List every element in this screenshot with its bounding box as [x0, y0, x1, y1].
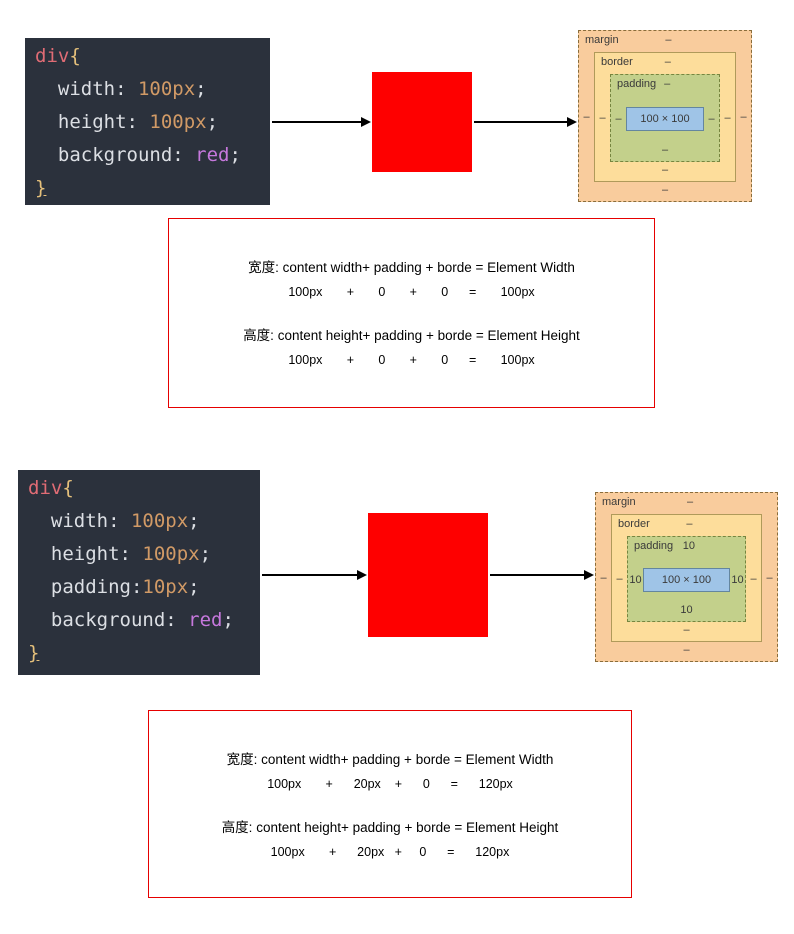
- css-code-block: div{ width: 100px; height: 100px; paddin…: [18, 470, 260, 675]
- width-formula-values: 100px + 0 + 0 = 100px: [288, 285, 535, 299]
- border-bottom-value: –: [661, 164, 669, 176]
- arrow-result-to-boxmodel: [474, 117, 577, 127]
- margin-ring: margin – – border – – padding 10: [595, 492, 778, 662]
- content-box: 100 × 100: [643, 568, 730, 592]
- box-model-diagram: margin – – border – – padding 10: [595, 492, 778, 662]
- padding-top-value: –: [664, 78, 671, 90]
- code-token: }: [28, 642, 40, 664]
- code-token: 10px: [142, 576, 189, 598]
- code-token: 100px: [137, 78, 196, 100]
- code-token: ;: [188, 510, 200, 532]
- border-top-value: –: [664, 56, 671, 68]
- padding-label: padding: [617, 78, 657, 90]
- margin-left-value: –: [600, 572, 607, 584]
- border-label: border: [618, 518, 650, 530]
- margin-top-value: –: [665, 34, 672, 46]
- padding-ring: padding – – 100 × 100 – –: [610, 74, 720, 162]
- code-token: ;: [229, 144, 241, 166]
- width-formula-values: 100px + 20px + 0 = 120px: [267, 777, 513, 791]
- margin-bottom-value: –: [683, 644, 690, 656]
- formula-box: 宽度: content width+ padding + borde = Ele…: [168, 218, 655, 408]
- height-formula-text: 高度: content height+ padding + borde = El…: [243, 328, 580, 343]
- red-result-box: [368, 513, 488, 637]
- margin-bottom-value: –: [661, 184, 669, 196]
- width-formula-text: 宽度: content width+ padding + borde = Ele…: [248, 260, 575, 275]
- padding-right-value: –: [708, 113, 715, 125]
- code-line: div{: [35, 40, 260, 73]
- code-token: height:: [28, 543, 143, 565]
- margin-right-value: –: [740, 111, 747, 123]
- code-line: width: 100px;: [28, 505, 250, 538]
- height-formula-text: 高度: content height+ padding + borde = El…: [221, 820, 559, 835]
- code-line: height: 100px;: [35, 106, 260, 139]
- padding-left-value: –: [615, 113, 622, 125]
- margin-top-value: –: [687, 496, 694, 508]
- code-line: }: [28, 637, 250, 670]
- border-left-value: –: [599, 112, 606, 124]
- padding-bottom-value: 10: [680, 604, 693, 616]
- code-token: 100px: [149, 111, 207, 133]
- code-token: div: [35, 45, 70, 67]
- css-code-block: div{ width: 100px; height: 100px; backgr…: [25, 38, 270, 205]
- arrow-code-to-result: [262, 570, 367, 580]
- margin-ring: margin – – border – – padding –: [578, 30, 752, 202]
- formula-box: 宽度: content width+ padding + borde = Ele…: [148, 710, 632, 898]
- code-line: width: 100px;: [35, 73, 260, 106]
- code-token: ;: [222, 609, 234, 631]
- code-token: {: [62, 477, 74, 499]
- border-bottom-value: –: [683, 624, 690, 636]
- code-token: red: [188, 609, 223, 631]
- content-box: 100 × 100: [626, 107, 704, 131]
- code-token: }: [35, 177, 47, 199]
- arrow-code-to-result: [272, 117, 371, 127]
- code-line: }: [35, 172, 260, 205]
- margin-label: margin: [602, 496, 636, 508]
- code-token: background:: [35, 144, 196, 166]
- border-label: border: [601, 56, 633, 68]
- margin-right-value: –: [766, 572, 773, 584]
- padding-left-value: 10: [629, 574, 642, 586]
- code-token: width:: [28, 510, 131, 532]
- code-token: ;: [195, 78, 207, 100]
- code-token: width:: [35, 78, 138, 100]
- code-token: 100px: [142, 543, 200, 565]
- border-right-value: –: [724, 112, 731, 124]
- code-token: {: [69, 45, 81, 67]
- code-line: background: red;: [28, 604, 250, 637]
- code-token: height:: [35, 111, 150, 133]
- border-right-value: –: [750, 573, 757, 585]
- height-formula-values: 100px + 0 + 0 = 100px: [288, 353, 535, 367]
- code-line: div{: [28, 472, 250, 505]
- margin-left-value: –: [583, 111, 590, 123]
- border-top-value: –: [686, 518, 693, 530]
- height-formula-values: 100px + 20px + 0 = 120px: [270, 845, 510, 859]
- code-token: 100px: [130, 510, 189, 532]
- code-line: background: red;: [35, 139, 260, 172]
- code-token: ;: [188, 576, 200, 598]
- padding-bottom-value: –: [661, 144, 669, 156]
- code-token: padding:: [28, 576, 143, 598]
- code-token: div: [28, 477, 63, 499]
- code-line: height: 100px;: [28, 538, 250, 571]
- padding-right-value: 10: [731, 574, 744, 586]
- border-ring: border – – padding – – 100 × 100 –: [594, 52, 736, 182]
- arrow-result-to-boxmodel: [490, 570, 594, 580]
- margin-label: margin: [585, 34, 619, 46]
- code-token: ;: [206, 111, 219, 133]
- code-token: ;: [199, 543, 212, 565]
- code-line: padding:10px;: [28, 571, 250, 604]
- padding-top-value: 10: [682, 540, 695, 552]
- code-token: red: [195, 144, 230, 166]
- padding-label: padding: [634, 540, 674, 552]
- border-left-value: –: [616, 573, 623, 585]
- width-formula-text: 宽度: content width+ padding + borde = Ele…: [226, 752, 554, 767]
- red-result-box: [372, 72, 472, 172]
- border-ring: border – – padding 10 10 100 × 100 10: [611, 514, 762, 642]
- padding-ring: padding 10 10 100 × 100 10 10: [627, 536, 746, 622]
- box-model-diagram: margin – – border – – padding –: [578, 30, 752, 202]
- code-token: background:: [28, 609, 189, 631]
